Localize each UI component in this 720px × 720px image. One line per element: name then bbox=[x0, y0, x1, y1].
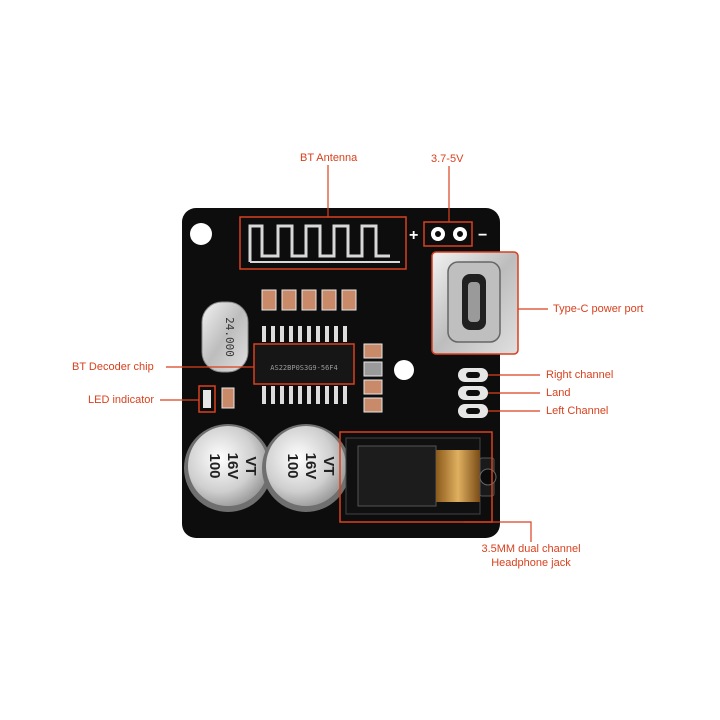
capacitor-right: 100 16V VT bbox=[262, 424, 350, 512]
label-voltage: 3.7-5V bbox=[431, 153, 464, 165]
mounting-hole-center bbox=[394, 360, 414, 380]
svg-text:VT: VT bbox=[242, 456, 259, 475]
smd-resistors bbox=[261, 289, 357, 311]
label-left-channel: Left Channel bbox=[546, 405, 609, 417]
label-jack-line1: 3.5MM dual channel bbox=[481, 543, 581, 555]
antenna-callout-box bbox=[239, 216, 407, 270]
mounting-hole-top-left bbox=[190, 223, 212, 245]
type-c-port bbox=[431, 251, 519, 355]
headphone-jack bbox=[339, 431, 497, 523]
svg-text:24.000: 24.000 bbox=[223, 317, 236, 357]
svg-text:16V: 16V bbox=[302, 453, 319, 480]
svg-text:100: 100 bbox=[284, 453, 301, 478]
crystal-oscillator: 24.000 bbox=[201, 301, 249, 373]
label-right-channel: Right channel bbox=[546, 369, 614, 381]
power-header bbox=[423, 221, 473, 247]
label-type-c: Type-C power port bbox=[553, 303, 644, 315]
plus-mark: + bbox=[409, 227, 418, 244]
svg-text:16V: 16V bbox=[224, 453, 241, 480]
label-land: Land bbox=[546, 387, 571, 399]
capacitor-left: 100 16V VT bbox=[184, 424, 272, 512]
label-jack: 3.5MM dual channel Headphone jack bbox=[476, 542, 586, 570]
label-led: LED indicator bbox=[88, 394, 155, 406]
label-bt-antenna: BT Antenna bbox=[300, 152, 358, 164]
callout-lines bbox=[160, 165, 548, 542]
svg-text:VT: VT bbox=[320, 456, 337, 475]
audio-pads bbox=[458, 368, 488, 418]
minus-mark: − bbox=[478, 227, 487, 244]
bt-decoder-chip: AS22BP0S3G9-56F4 bbox=[253, 343, 355, 385]
label-jack-line2: Headphone jack bbox=[491, 557, 571, 569]
svg-text:AS22BP0S3G9-56F4: AS22BP0S3G9-56F4 bbox=[270, 364, 337, 372]
led-indicator bbox=[198, 385, 235, 413]
side-passives bbox=[363, 343, 383, 413]
label-bt-decoder: BT Decoder chip bbox=[72, 361, 154, 373]
antenna-trace bbox=[248, 224, 400, 263]
svg-text:100: 100 bbox=[206, 453, 223, 478]
chip-pins bbox=[262, 326, 347, 404]
